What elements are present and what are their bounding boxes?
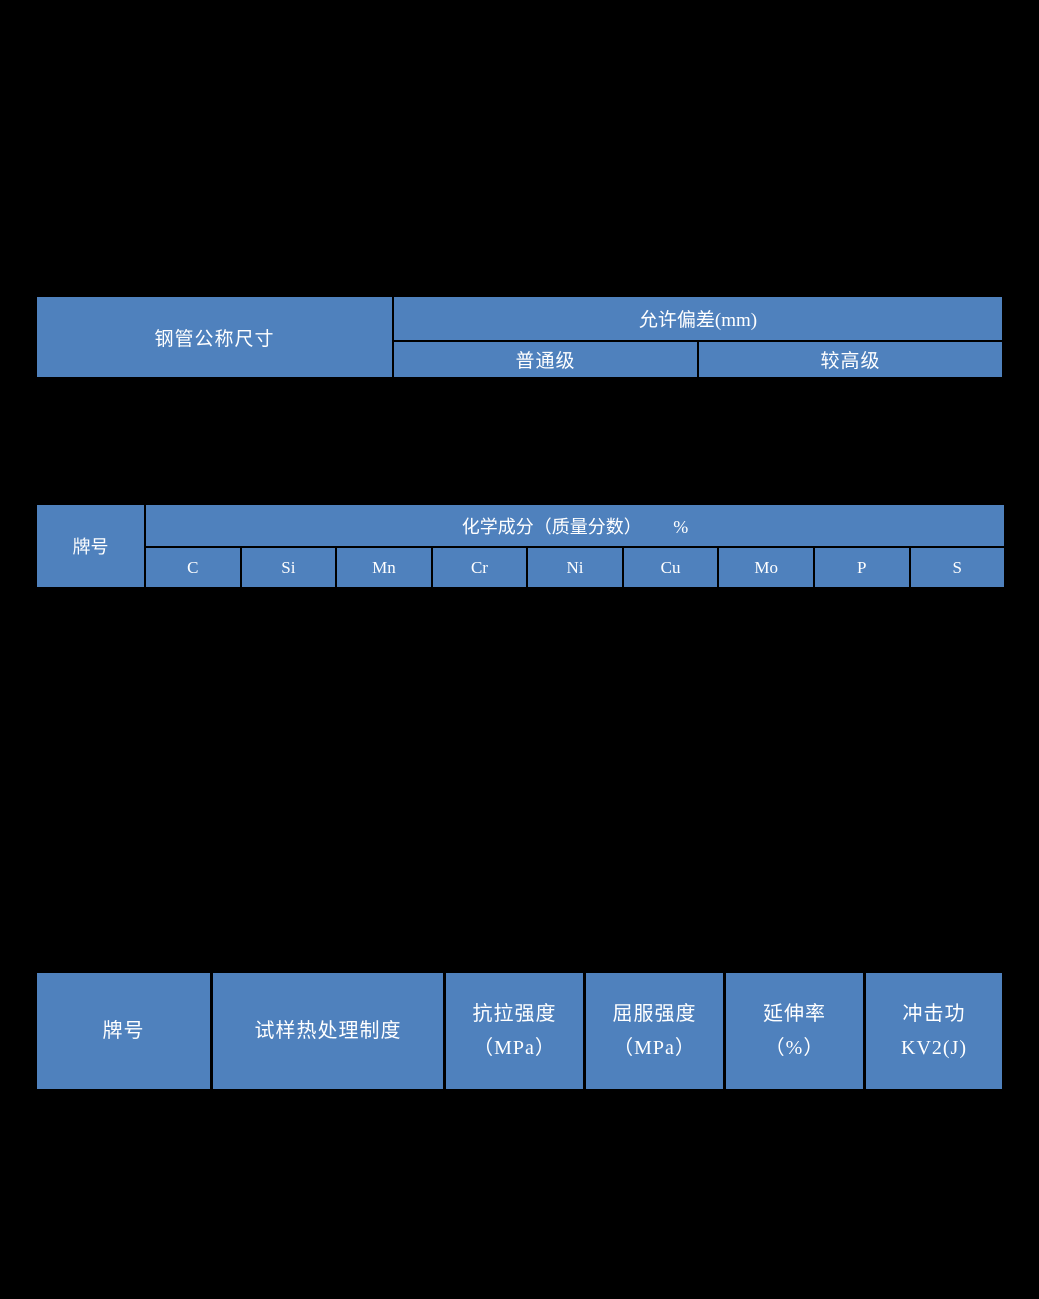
- pipe-size-tolerance-table: 钢管公称尺寸 允许偏差(mm) 普通级 较高级: [37, 297, 1002, 377]
- column-label: 延伸率: [763, 1003, 826, 1025]
- heat-treatment-header-cell: 试样热处理制度: [213, 973, 443, 1089]
- element-cell-c: C: [146, 548, 240, 587]
- element-cell-cr: Cr: [432, 548, 527, 587]
- grade-higher-cell: 较高级: [699, 342, 1002, 377]
- mechanical-properties-table: 牌号 试样热处理制度 抗拉强度 （MPa） 屈服强度 （MPa） 延伸率 （%）…: [37, 973, 1002, 1089]
- deviation-header-label: 允许偏差(mm): [638, 310, 758, 331]
- composition-column-group: 化学成分（质量分数） % C Si Mn Cr Ni Cu Mo: [146, 505, 1005, 587]
- size-header-cell: 钢管公称尺寸: [37, 297, 392, 377]
- element-label: Mo: [754, 557, 778, 577]
- element-cell-s: S: [910, 548, 1005, 587]
- element-label: C: [187, 557, 199, 577]
- element-label: Ni: [566, 557, 584, 577]
- element-label: S: [952, 557, 963, 577]
- element-cell-ni: Ni: [528, 548, 622, 587]
- tensile-strength-header-cell: 抗拉强度 （MPa）: [446, 973, 583, 1089]
- column-label: 试样热处理制度: [254, 1020, 402, 1042]
- element-cell-cu: Cu: [623, 548, 718, 587]
- grade-header-cell: 牌号: [37, 973, 210, 1089]
- element-label: Cu: [660, 557, 681, 577]
- element-cell-mo: Mo: [719, 548, 813, 587]
- grade-header-label: 牌号: [72, 537, 109, 557]
- element-cell-p: P: [814, 548, 909, 587]
- grade-ordinary-cell: 普通级: [394, 342, 697, 377]
- impact-energy-header-cell: 冲击功 KV2(J): [866, 973, 1002, 1089]
- element-label: Si: [281, 557, 296, 577]
- deviation-header-cell: 允许偏差(mm): [394, 297, 1002, 340]
- column-label: 牌号: [102, 1020, 145, 1042]
- element-label: P: [856, 557, 867, 577]
- composition-header-cell: 化学成分（质量分数） %: [146, 505, 1004, 546]
- element-cell-si: Si: [241, 548, 336, 587]
- column-label-unit: KV2(J): [901, 1037, 967, 1059]
- column-label-unit: （%）: [764, 1037, 825, 1059]
- element-cell-mn: Mn: [337, 548, 431, 587]
- column-label-unit: （MPa）: [473, 1037, 556, 1059]
- grade-higher-label: 较高级: [820, 351, 881, 372]
- grade-header-cell: 牌号: [37, 505, 144, 587]
- column-label: 抗拉强度: [472, 1003, 557, 1025]
- column-label: 屈服强度: [612, 1003, 697, 1025]
- deviation-grade-row: 普通级 较高级: [394, 342, 1002, 377]
- element-label: Mn: [372, 557, 396, 577]
- elongation-header-cell: 延伸率 （%）: [726, 973, 863, 1089]
- deviation-column-group: 允许偏差(mm) 普通级 较高级: [394, 297, 1002, 377]
- size-header-label: 钢管公称尺寸: [154, 328, 275, 350]
- column-label-unit: （MPa）: [613, 1037, 696, 1059]
- column-label: 冲击功: [902, 1003, 966, 1025]
- element-label: Cr: [470, 557, 488, 577]
- grade-ordinary-label: 普通级: [515, 351, 576, 372]
- yield-strength-header-cell: 屈服强度 （MPa）: [586, 973, 723, 1089]
- chemical-composition-table: 牌号 化学成分（质量分数） % C Si Mn Cr Ni Cu: [37, 505, 1005, 587]
- composition-header-label: 化学成分（质量分数） %: [461, 516, 689, 537]
- element-header-row: C Si Mn Cr Ni Cu Mo P S: [146, 548, 1005, 587]
